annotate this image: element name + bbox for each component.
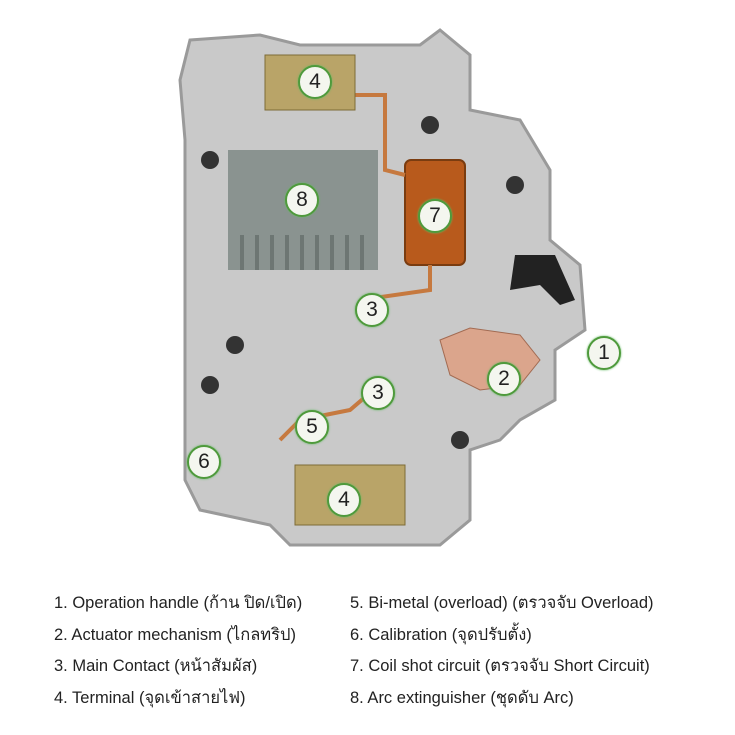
legend-item: 4. Terminal (จุดเข้าสายไฟ) (54, 688, 246, 707)
legend-item: 3. Main Contact (หน้าสัมผัส) (54, 657, 258, 675)
marker-terminal-top: 4 (298, 65, 332, 99)
marker-calibration: 6 (187, 445, 221, 479)
marker-actuator: 2 (487, 362, 521, 396)
legend-item: 8. Arc extinguisher (ชุดดับ Arc) (350, 688, 574, 707)
legend-item: 1. Operation handle (ก้าน ปิด/เปิด) (54, 594, 303, 612)
marker-arc-extinguisher: 8 (285, 183, 319, 217)
marker-terminal-bottom: 4 (327, 483, 361, 517)
legend-right: 5. Bi-metal (overload) (ตรวจจับ Overload… (350, 588, 654, 714)
marker-coil: 7 (418, 199, 452, 233)
legend-item: 2. Actuator mechanism (ไกลทริป) (54, 625, 297, 644)
marker-operation-handle: 1 (587, 336, 621, 370)
marker-bimetal: 5 (295, 410, 329, 444)
marker-main-contact-upper: 3 (355, 293, 389, 327)
legend-item: 6. Calibration (จุดปรับตั้ง) (350, 625, 532, 644)
legend-item: 5. Bi-metal (overload) (ตรวจจับ Overload… (350, 594, 654, 612)
arc-plates (240, 235, 364, 270)
operation-handle (510, 255, 575, 305)
legend-left: 1. Operation handle (ก้าน ปิด/เปิด) 2. A… (54, 588, 302, 714)
marker-main-contact-lower: 3 (361, 376, 395, 410)
legend-item: 7. Coil shot circuit (ตรวจจับ Short Circ… (350, 657, 650, 675)
